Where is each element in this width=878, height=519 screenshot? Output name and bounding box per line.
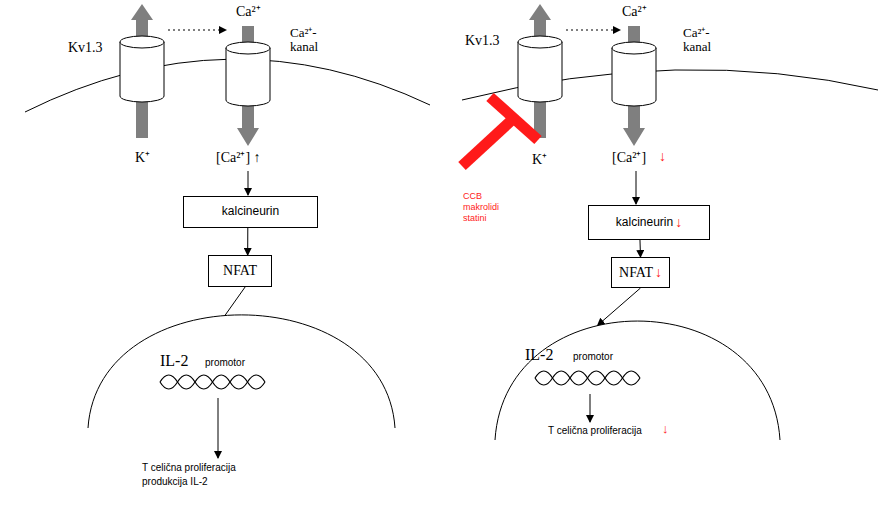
inhibitor-stem — [462, 118, 514, 166]
process-box: kalcineurin↓ — [588, 205, 710, 240]
text-label: K⁺ — [135, 150, 150, 165]
dna-strand — [535, 371, 640, 385]
nucleus-arc — [495, 321, 780, 440]
box-text: kalcineurin — [616, 216, 673, 229]
process-box: NFAT↓ — [611, 257, 670, 288]
connector — [598, 288, 641, 325]
dna-strand — [160, 375, 265, 389]
process-box: kalcineurin — [183, 196, 318, 228]
text-label: CCB — [463, 192, 482, 202]
text-label: Ca²⁺- kanal — [683, 26, 725, 53]
process-box: NFAT — [208, 255, 272, 287]
nucleus-text: promotor — [205, 357, 245, 368]
channel-top — [226, 42, 270, 54]
text-label: produkcija IL-2 — [142, 476, 208, 487]
box-text: NFAT — [223, 263, 257, 278]
dna-strand — [160, 375, 265, 389]
text-label: Kv1.3 — [465, 33, 500, 48]
dna-strand — [535, 371, 640, 385]
channel-cylinder — [226, 48, 270, 106]
box-text: NFAT — [619, 265, 653, 280]
text-label: T celična proliferacija — [142, 462, 236, 473]
connector — [639, 240, 641, 257]
signal-arrow — [590, 394, 591, 422]
channel-cylinder — [120, 42, 164, 102]
text-label: statini — [463, 214, 487, 224]
nucleus-arc — [88, 315, 395, 428]
text-label: K⁺ — [532, 152, 547, 167]
signal-arrow — [248, 171, 249, 195]
nucleus-text: IL-2 — [160, 352, 188, 370]
text-label: [Ca²⁺] ↑ — [216, 150, 261, 165]
connector — [247, 228, 248, 255]
channel-top — [518, 36, 562, 48]
nucleus-text: promotor — [573, 351, 613, 362]
signal-arrow — [636, 171, 637, 204]
box-text: kalcineurin — [222, 205, 279, 218]
nucleus: IL-2 promotor — [88, 312, 395, 428]
nucleus: IL-2 promotor — [495, 318, 780, 440]
coupling-arrow — [566, 30, 620, 31]
text-label: Ca²⁺- kanal — [290, 26, 332, 53]
text-label: ↓ — [662, 422, 669, 436]
text-label: Kv1.3 — [68, 40, 103, 55]
signal-arrow — [218, 398, 219, 458]
channel-top — [120, 36, 164, 48]
coupling-arrow — [168, 30, 226, 31]
text-label: Ca²⁺ — [236, 4, 261, 19]
channel-top — [612, 42, 656, 54]
text-label: T celična proliferacija — [548, 425, 642, 436]
connector — [225, 287, 245, 315]
box-text: ↓ — [675, 215, 682, 230]
box-text: ↓ — [655, 265, 662, 280]
text-label: [Ca²⁺] — [612, 150, 646, 165]
channel-cylinder — [612, 48, 656, 106]
channel-cylinder — [518, 42, 562, 102]
nucleus-outline — [495, 318, 780, 440]
nucleus-text: IL-2 — [525, 346, 553, 364]
text-label: Ca²⁺ — [622, 4, 647, 19]
text-label: ↓ — [659, 149, 666, 164]
nucleus-outline — [88, 312, 395, 428]
text-label: makrolidi — [463, 203, 499, 213]
